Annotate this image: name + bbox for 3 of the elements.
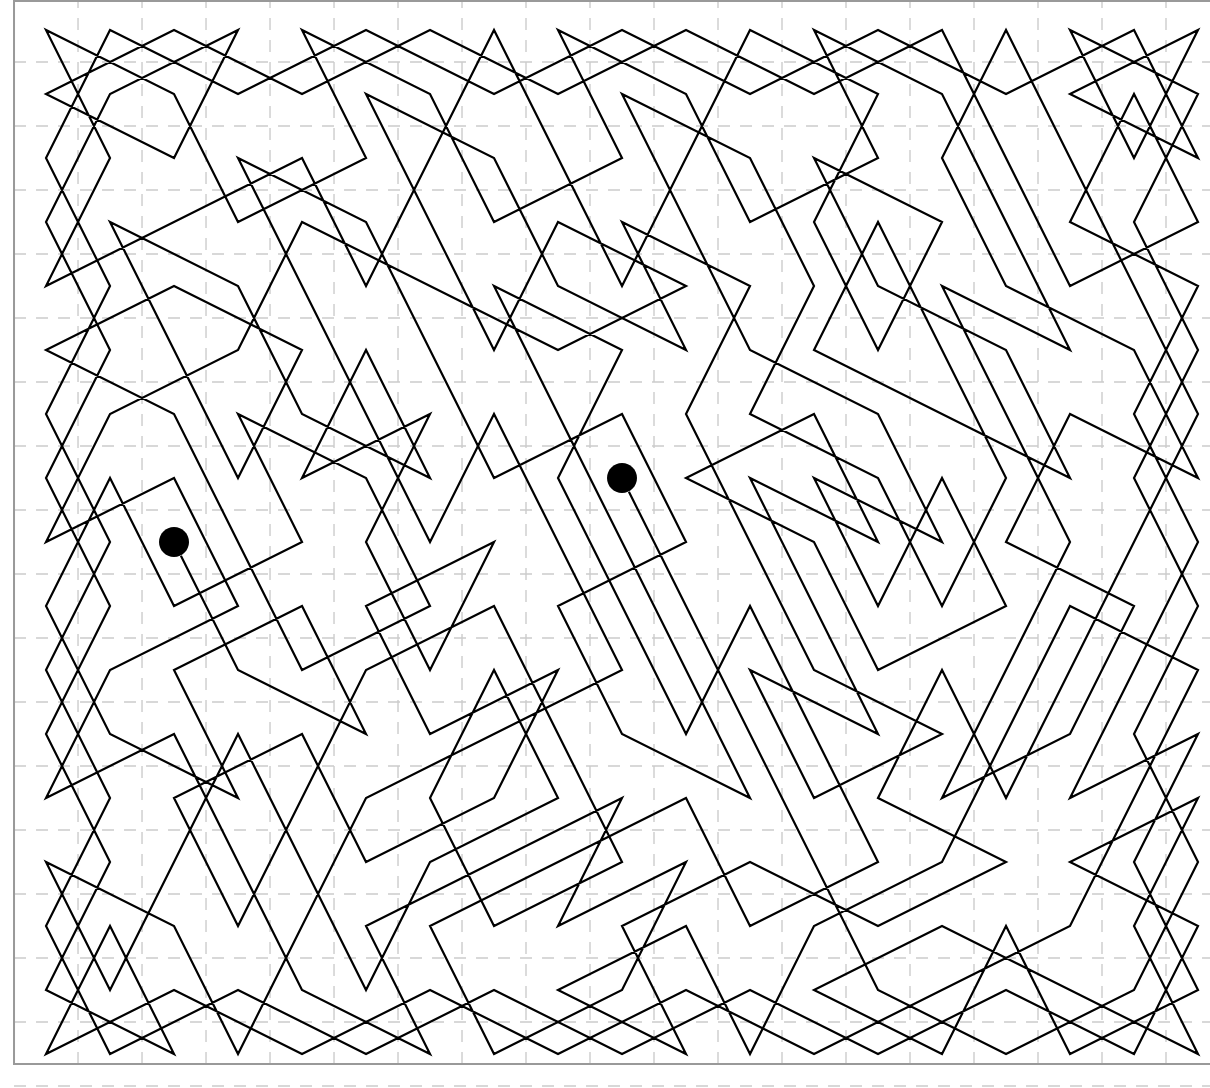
path-endpoint-dot [159, 526, 189, 557]
path-endpoint-dot [607, 462, 637, 493]
knight-tour-path [43, 27, 1201, 1057]
